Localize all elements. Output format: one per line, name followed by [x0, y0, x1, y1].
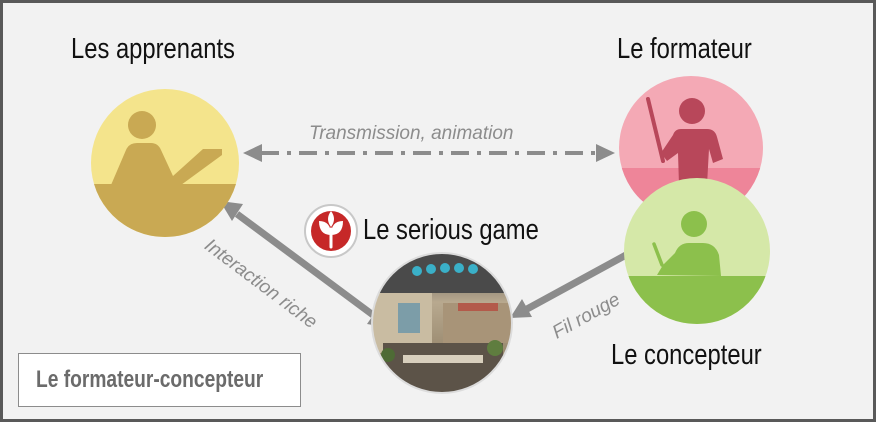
legend-box: Le formateur-concepteur: [18, 353, 301, 407]
learners-title: Les apprenants: [71, 33, 235, 65]
fil-rouge-arrow: [510, 251, 628, 318]
transmission-label: Transmission, animation: [309, 123, 514, 144]
game-toolbar: [412, 263, 478, 276]
designer-icon: [652, 211, 721, 276]
trainer-title: Le formateur: [617, 33, 752, 65]
trainer-icon: [646, 97, 723, 185]
learners-circle: [91, 89, 239, 237]
transmission-arrow: [243, 144, 615, 162]
serious-game-screenshot: [371, 252, 513, 394]
legend-label: Le formateur-concepteur: [36, 366, 264, 393]
serious-game-title: Le serious game: [363, 214, 539, 246]
designer-title: Le concepteur: [611, 339, 762, 371]
diagram-graphics: [91, 76, 770, 394]
serious-game-logo-icon: [304, 204, 358, 258]
learner-icon: [111, 111, 222, 185]
designer-circle: [624, 178, 770, 324]
